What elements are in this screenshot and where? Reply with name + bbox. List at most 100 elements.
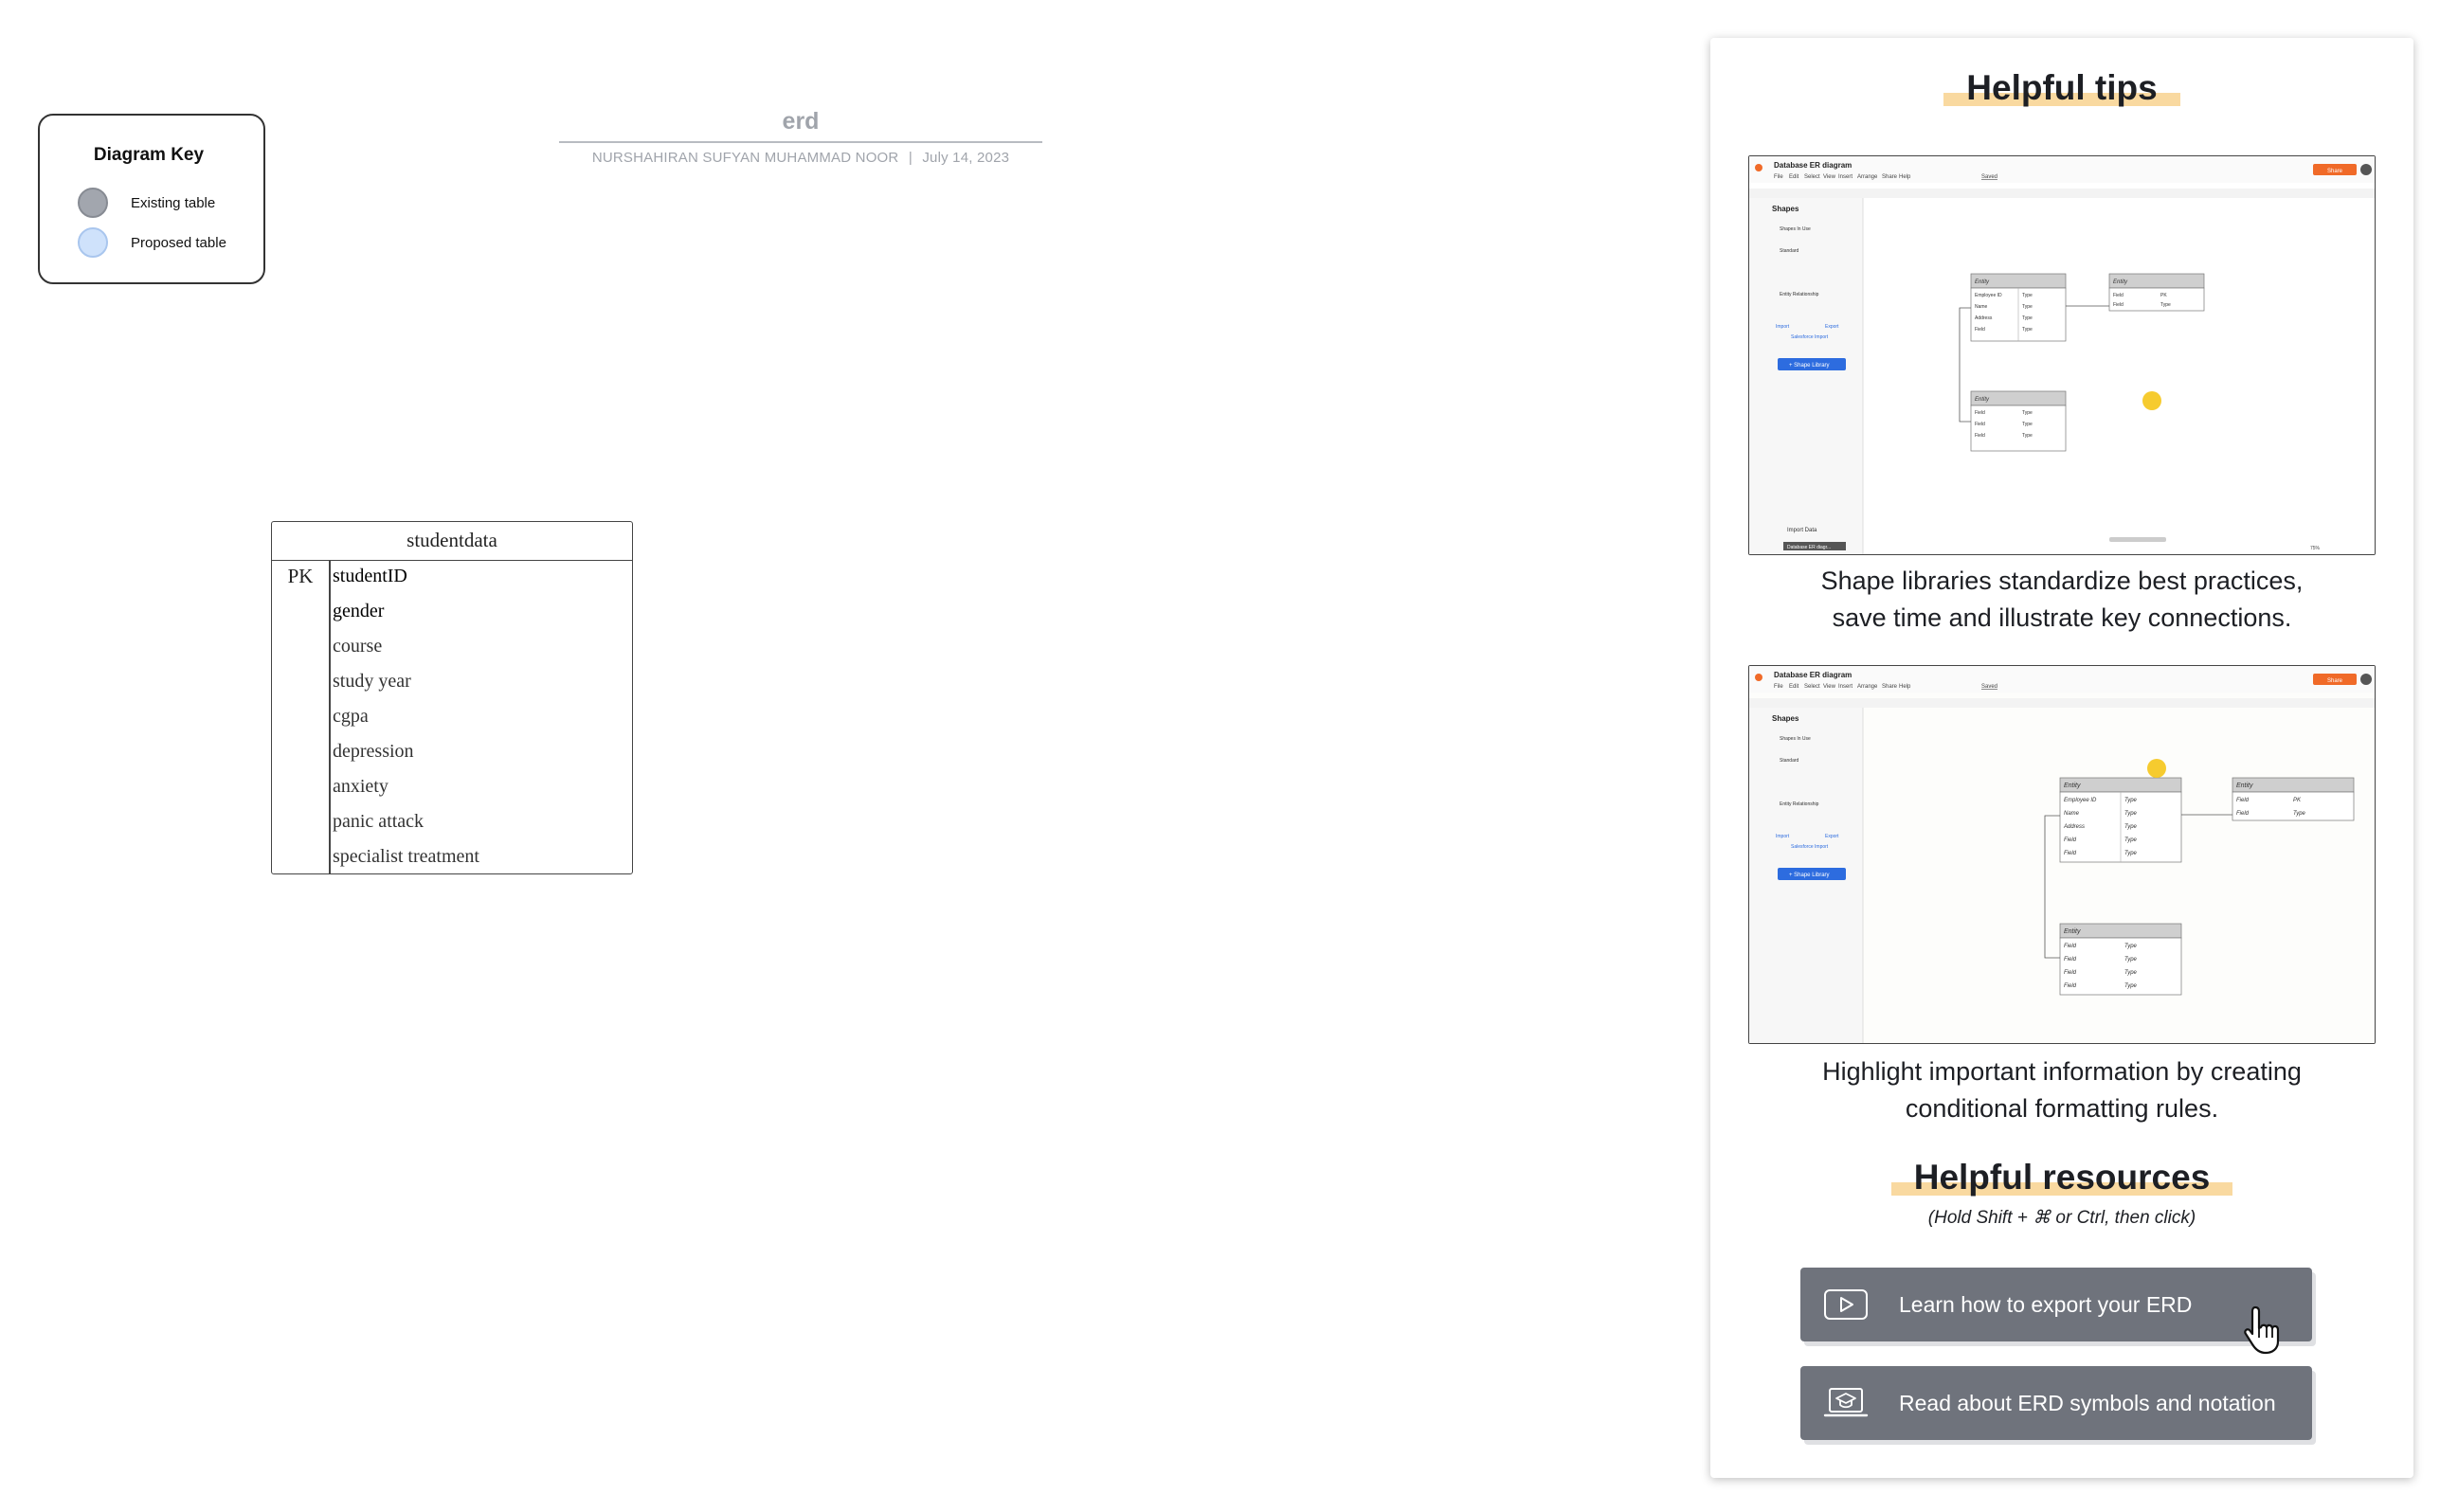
app-type: Type xyxy=(2022,422,2033,427)
document-title[interactable]: erd xyxy=(782,108,820,135)
erd-symbols-button[interactable]: Read about ERD symbols and notation xyxy=(1800,1366,2312,1440)
app-pk: PK xyxy=(2160,293,2167,298)
app-field: Field xyxy=(2064,837,2077,843)
entity-table-studentdata[interactable]: studentdata PK studentID gender course s… xyxy=(271,521,633,874)
entity-field[interactable]: gender xyxy=(333,601,385,621)
entity-fields: PK studentID gender course study year cg… xyxy=(272,561,632,874)
app-menu-select: Select xyxy=(1804,684,1820,690)
pk-label: PK xyxy=(287,565,314,587)
app-menu-edit: Edit xyxy=(1789,174,1799,180)
app-field: Field xyxy=(2236,798,2250,803)
resources-hint: (Hold Shift + ⌘ or Ctrl, then click) xyxy=(1927,1208,2196,1228)
export-erd-button[interactable]: Learn how to export your ERD xyxy=(1800,1268,2312,1355)
entity-field[interactable]: anxiety xyxy=(333,776,389,797)
entity-name[interactable]: studentdata xyxy=(272,522,632,561)
app-entity-header: Entity xyxy=(2113,279,2128,285)
app-share-button: Share xyxy=(2327,169,2343,174)
app-field: Field xyxy=(1975,410,1985,416)
proposed-table-swatch xyxy=(78,227,108,258)
app-type: Type xyxy=(2124,851,2138,856)
app-doc-title: Database ER diagram xyxy=(1774,161,1852,170)
app-entity-header: Entity xyxy=(2064,783,2081,789)
heading-highlight xyxy=(1943,93,2180,106)
app-menu-arrange: Arrange xyxy=(1857,684,1878,690)
entity-field[interactable]: cgpa xyxy=(333,706,369,727)
app-type: Type xyxy=(2293,811,2306,817)
entity-field[interactable]: depression xyxy=(333,741,414,762)
entity-field[interactable]: panic attack xyxy=(333,811,425,832)
app-type: Type xyxy=(2022,304,2033,310)
app-menu-view: View xyxy=(1823,174,1836,180)
video-play-icon xyxy=(1824,1289,1868,1320)
app-export: Export xyxy=(1825,834,1839,839)
app-field: Employee ID xyxy=(2064,798,2097,803)
app-import: Import xyxy=(1776,324,1790,330)
app-entity-relationship: Entity Relationship xyxy=(1780,801,1819,807)
app-entity-relationship: Entity Relationship xyxy=(1780,292,1819,297)
entity-field[interactable]: specialist treatment xyxy=(333,846,479,867)
app-field: Employee ID xyxy=(1975,293,2002,298)
app-menu-help: Help xyxy=(1899,174,1911,180)
app-standard: Standard xyxy=(1780,248,1799,254)
app-shapes-in-use: Shapes In Use xyxy=(1780,736,1811,742)
entity-field[interactable]: study year xyxy=(333,671,411,692)
key-item-label: Existing table xyxy=(131,194,216,211)
app-type: Type xyxy=(2022,315,2033,321)
app-saved-status: Saved xyxy=(1981,684,1997,690)
app-field: Address xyxy=(1975,315,1993,321)
entity-field[interactable]: course xyxy=(333,636,383,657)
app-type: Type xyxy=(2022,327,2033,333)
app-menu-insert: Insert xyxy=(1838,684,1853,690)
helpful-tips-heading: Helpful tips xyxy=(1710,68,2413,108)
entity-field[interactable]: studentID xyxy=(333,566,407,586)
app-menu-share: Share xyxy=(1882,174,1898,180)
app-entity-header: Entity xyxy=(1975,397,1990,403)
app-shape-library-button: + Shape Library xyxy=(1789,873,1830,878)
app-doc-title: Database ER diagram xyxy=(1774,671,1852,679)
diagram-key-title: Diagram Key xyxy=(93,145,205,165)
erd-symbols-label: Read about ERD symbols and notation xyxy=(1899,1390,2276,1415)
app-shapes-label: Shapes xyxy=(1772,205,1799,213)
app-field: Field xyxy=(2113,302,2124,308)
app-field: Field xyxy=(2064,944,2077,949)
document-date: July 14, 2023 xyxy=(922,150,1010,166)
tip-caption-2: Highlight important information by creat… xyxy=(1822,1057,2302,1123)
app-menu-share: Share xyxy=(1882,684,1898,690)
app-type: Type xyxy=(2124,983,2138,989)
app-field: Field xyxy=(1975,433,1985,439)
app-menu-file: File xyxy=(1774,174,1783,180)
app-menu-edit: Edit xyxy=(1789,684,1799,690)
app-menu-help: Help xyxy=(1899,684,1911,690)
helpful-resources-heading: Helpful resources xyxy=(1710,1158,2413,1197)
app-menu-select: Select xyxy=(1804,174,1820,180)
tip-caption-1: Shape libraries standardize best practic… xyxy=(1820,567,2304,632)
author-name: NURSHAHIRAN SUFYAN MUHAMMAD NOOR xyxy=(591,150,899,166)
app-entity-header: Entity xyxy=(2236,783,2253,789)
app-field: Field xyxy=(2064,983,2077,989)
hand-pointer-cursor-icon xyxy=(2244,1305,2280,1355)
key-column-divider xyxy=(329,561,331,874)
app-entity-header: Entity xyxy=(2064,928,2081,935)
app-salesforce-import: Salesforce Import xyxy=(1791,334,1829,340)
app-entity-header: Entity xyxy=(1975,279,1990,285)
app-menu-file: File xyxy=(1774,684,1783,690)
app-field: Field xyxy=(1975,422,1985,427)
app-field: Field xyxy=(2064,970,2077,976)
app-field: Field xyxy=(2236,811,2250,817)
app-zoom: 75% xyxy=(2310,546,2321,551)
app-share-button: Share xyxy=(2327,678,2343,684)
key-item-label: Proposed table xyxy=(131,234,226,251)
app-import: Import xyxy=(1776,834,1790,839)
helpful-tips-panel: Helpful tips Database ER diagram File Ed… xyxy=(1710,38,2413,1478)
app-salesforce-import: Salesforce Import xyxy=(1791,844,1829,850)
app-type: Type xyxy=(2124,944,2138,949)
app-type: Type xyxy=(2022,433,2033,439)
title-divider xyxy=(559,141,1042,143)
app-type: Type xyxy=(2124,798,2138,803)
app-menu-insert: Insert xyxy=(1838,174,1853,180)
laptop-graduation-icon xyxy=(1823,1388,1869,1417)
heading-highlight xyxy=(1890,1182,2233,1196)
app-field: Field xyxy=(2064,957,2077,963)
app-type: Type xyxy=(2022,293,2033,298)
app-type: Type xyxy=(2124,824,2138,830)
